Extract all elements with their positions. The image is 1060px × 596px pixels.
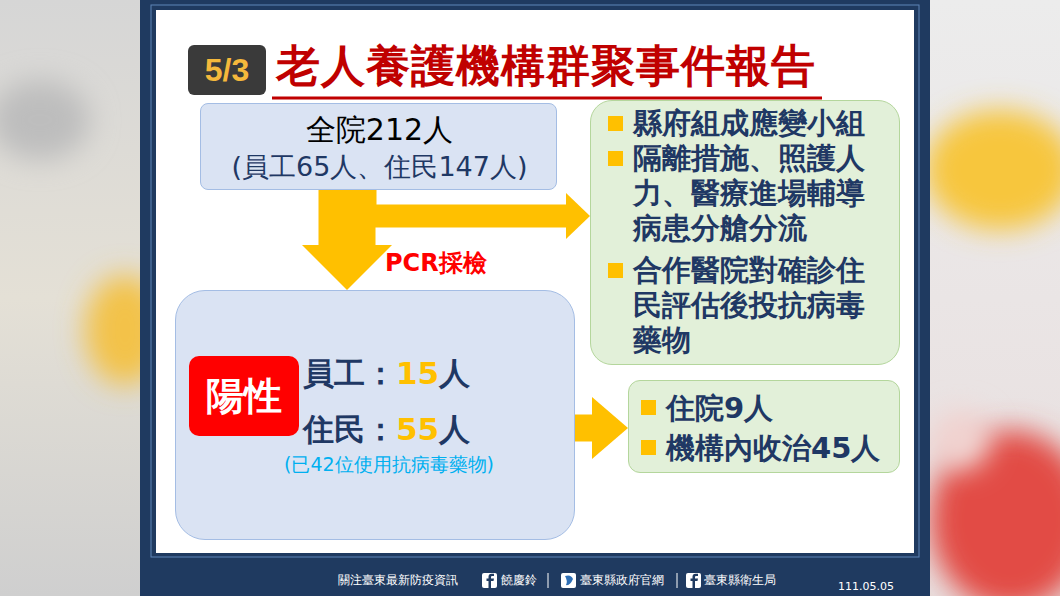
measures-box: 縣府組成應變小組隔離措施、照護人 力、醫療進場輔導 病患分艙分流合作醫院對確診住…: [590, 100, 900, 365]
slide-frame: [140, 0, 930, 596]
facebook-icon: [482, 573, 497, 588]
date-badge: 5/3: [188, 45, 266, 95]
bullet-item: 合作醫院對確診住 民評估後投抗病毒 藥物: [633, 253, 878, 358]
separator: [677, 573, 678, 588]
bullet-item: 住院9人: [666, 390, 896, 426]
flow-arrow: [365, 190, 590, 239]
arrow-head: [302, 245, 392, 290]
blurred-blob: [0, 80, 90, 160]
count-text: 員工：: [303, 355, 396, 391]
edge-label: PCR採檢: [385, 248, 487, 278]
bullet-item: 機構內收治45人: [666, 430, 896, 466]
node-text: 住民：55人: [303, 409, 553, 449]
bullet-item: 隔離措施、照護人 力、醫療進場輔導 病患分艙分流: [633, 141, 878, 246]
count-number: 15: [396, 355, 439, 391]
blurred-blob: [925, 110, 1060, 230]
bullet-item: 縣府組成應變小組: [633, 106, 878, 141]
footer-text: 臺東縣政府官網: [580, 572, 664, 588]
date-stamp: 111.05.05: [838, 579, 894, 595]
count-text: 人: [439, 411, 470, 447]
arrow-shaft: [319, 190, 376, 245]
slide-area: [156, 10, 914, 553]
arrow-shaft: [575, 415, 592, 442]
care-box: 住院9人機構內收治45人: [628, 380, 900, 473]
footer-text: 關注臺東最新防疫資訊: [338, 572, 458, 588]
government-icon: [561, 573, 576, 588]
node-text: (員工65人、住民147人): [201, 149, 558, 185]
footer-text: 饒慶鈴: [501, 572, 537, 588]
positive-box: 員工：15人住民：55人(已42位使用抗病毒藥物)陽性: [175, 290, 575, 540]
flow-arrow: [302, 190, 392, 290]
facebook-icon: [686, 573, 701, 588]
node-text: 5/3: [188, 45, 266, 95]
blurred-blob: [930, 410, 990, 470]
separator: [548, 573, 549, 588]
positive-badge: 陽性: [189, 356, 299, 436]
slide-inner-frame: [151, 5, 919, 557]
title-text: 老人養護機構群聚事件報告: [276, 38, 816, 94]
node-text: (已42位使用抗病毒藥物): [284, 452, 569, 476]
node-text: 全院212人: [201, 110, 558, 150]
count-text: 人: [439, 355, 470, 391]
count-number: 55: [396, 411, 439, 447]
node-text: 陽性: [189, 356, 299, 436]
flow-arrow: [575, 397, 628, 459]
node-text: 員工：15人: [303, 353, 553, 393]
count-text: 住民：: [303, 411, 396, 447]
total-box: 全院212人(員工65人、住民147人): [200, 103, 557, 190]
footer-text: 臺東縣衛生局: [704, 572, 776, 588]
arrow-head: [566, 193, 590, 239]
arrow-head: [592, 397, 628, 459]
arrow-shaft: [365, 190, 566, 216]
